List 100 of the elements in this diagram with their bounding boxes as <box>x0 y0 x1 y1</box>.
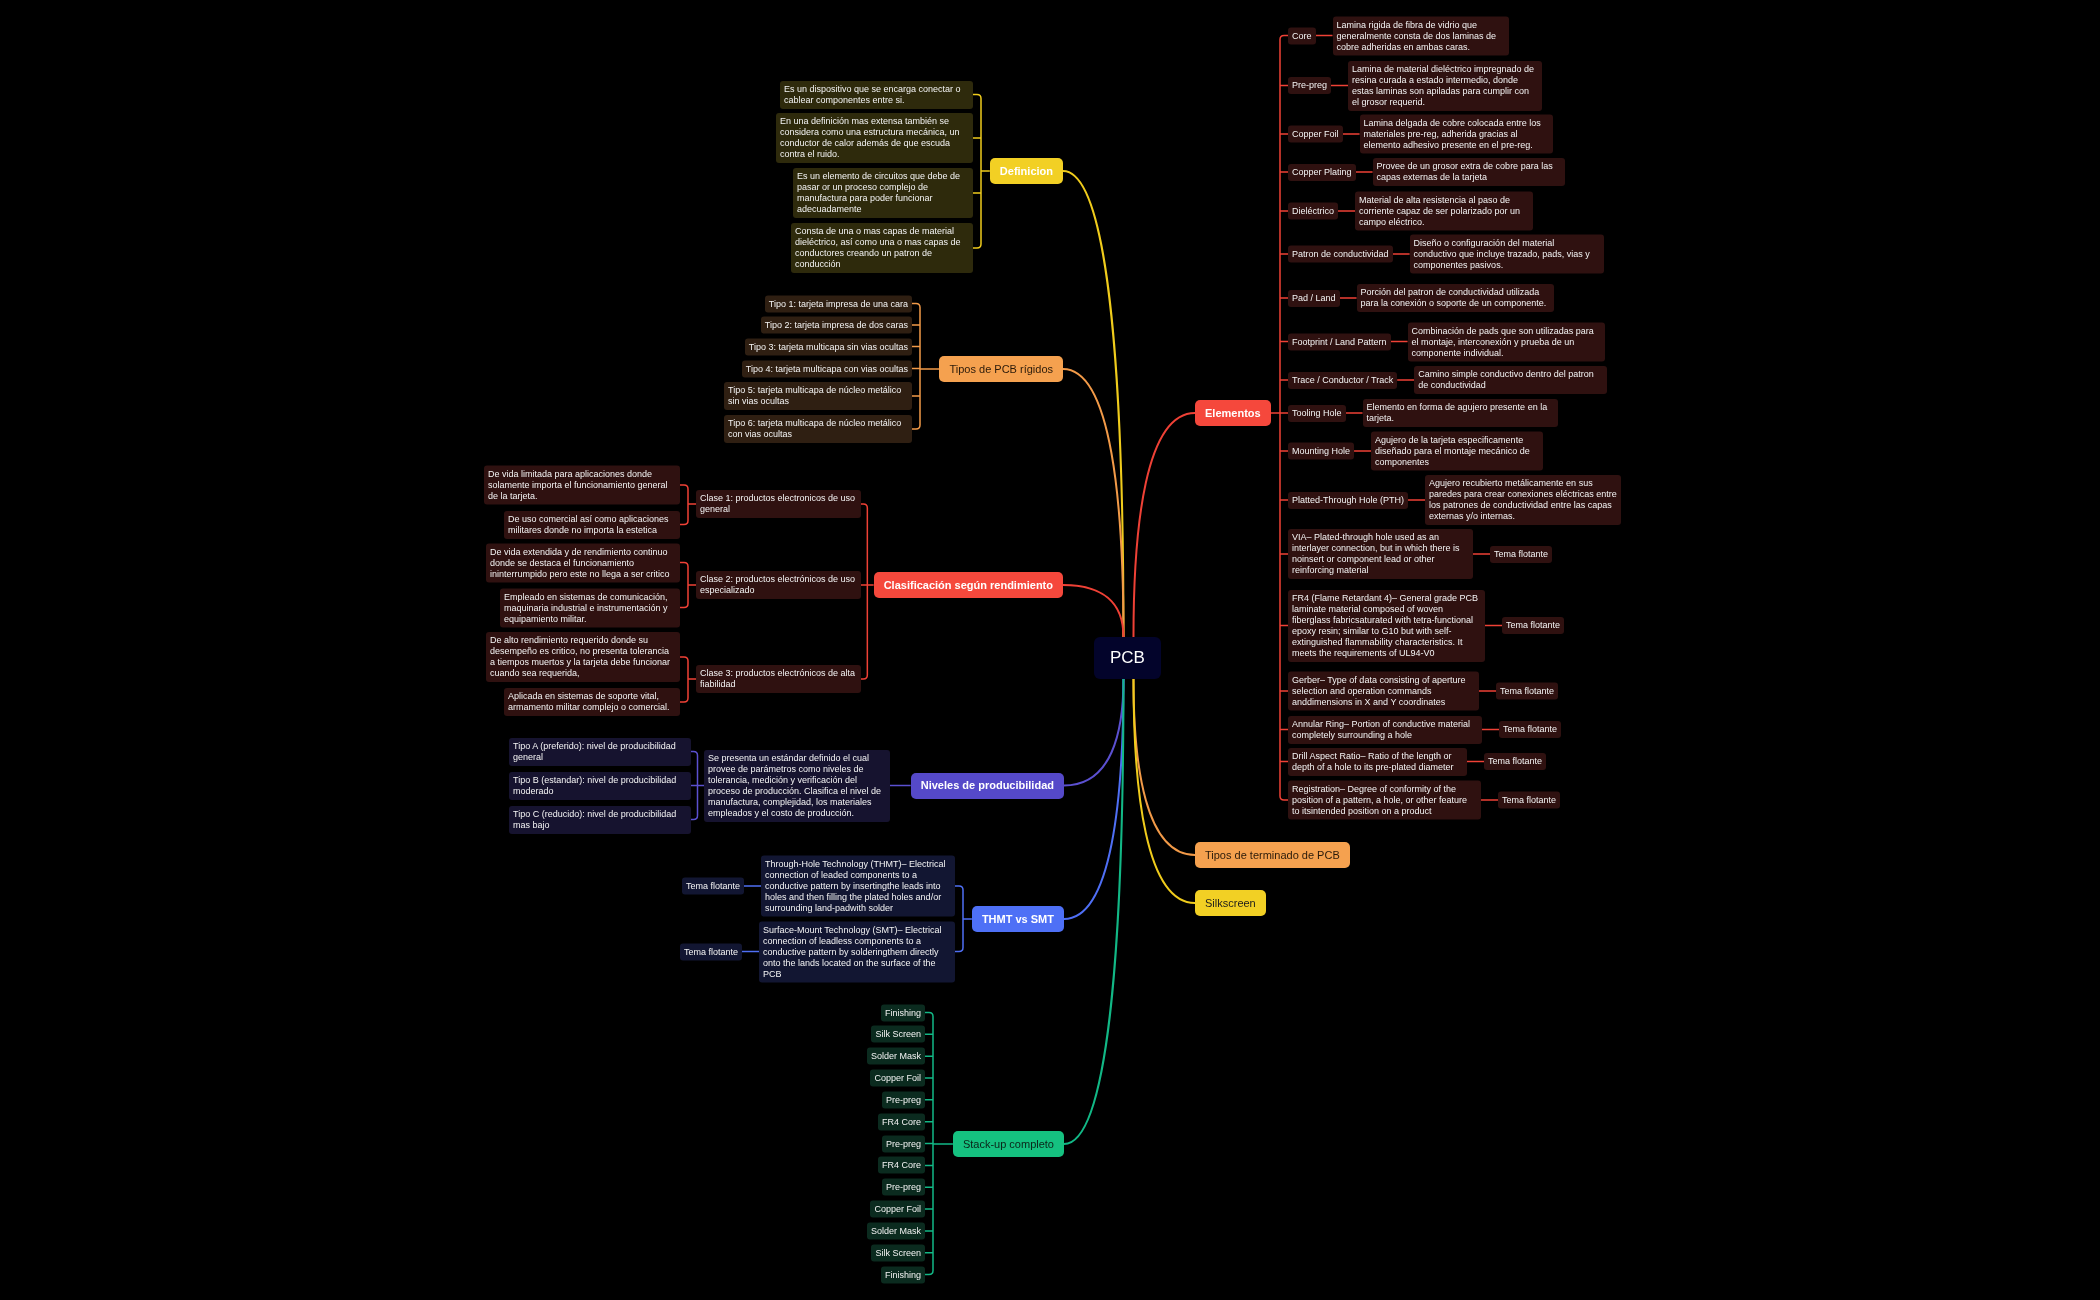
main-topic: Niveles de producibilidad <box>910 772 1064 799</box>
branch-curve <box>1063 678 1125 1145</box>
connector-line <box>1478 690 1497 692</box>
subtopic: Lamina rigida de fibra de vidrio que generalmente consta de dos laminas de cobre adheridas en ambas caras. <box>1332 16 1509 55</box>
main-topic: Definicion <box>989 158 1063 184</box>
subtopic: Clase 1: productos electronicos de uso general <box>696 490 861 518</box>
subtopic: Clase 3: productos electrónicos de alta fiabilidad <box>696 665 861 693</box>
subtopic: Gerber– Type of data consisting of aperture selection and operation commands anddimensions in X and Y coordinates <box>1288 671 1479 711</box>
connector-line <box>972 93 991 249</box>
subtopic: Solder Mask <box>866 1047 925 1065</box>
connector-line <box>954 885 973 953</box>
main-topic: Elementos <box>1195 400 1271 426</box>
subtopic: Tipo 4: tarjeta multicapa con vias ocultas <box>741 360 912 377</box>
main-topic: Silkscreen <box>1195 890 1266 916</box>
connector-line <box>1344 412 1364 414</box>
subtopic: FR4 (Flame Retardant 4)– General grade PCB laminate material composed of woven fiberglass fabricsaturated with tetra-functional epoxy resin; similar to G10 but with self-extinguished flammability characteristics. It meets the requirements of UL94-V0 <box>1288 589 1485 662</box>
subtopic: Registration– Degree of conformity of the position of a pattern, a hole, or other feature to itsintended position on a product <box>1288 780 1481 820</box>
connector-line <box>924 1011 954 1276</box>
subtopic: FR4 Core <box>878 1156 925 1174</box>
floating-topic: Tema flotante <box>1496 682 1559 700</box>
subtopic: Es un dispositivo que se encarga conectar o cablear componentes entre si. <box>780 80 973 109</box>
floating-topic: Tema flotante <box>1498 791 1561 809</box>
connector-line <box>679 484 697 526</box>
subtopic: Tipo 6: tarjeta multicapa de núcleo metálico con vias ocultas <box>724 415 912 443</box>
main-topic: Clasificación según rendimiento <box>873 572 1063 598</box>
subtopic: Surface-Mount Technology (SMT)– Electrical connection of leadless components to a conductive pattern by solderingthem directly onto the lands located on the surface of the PCB <box>759 921 955 982</box>
connector-line <box>1338 297 1358 299</box>
subtopic: Elemento en forma de agujero presente en la tarjeta. <box>1362 399 1558 427</box>
subtopic: En una definición mas extensa también se considera como una estructura mecánica, un conductor de calor además de que escuda contra el ruido. <box>776 113 973 163</box>
subtopic: Finishing <box>880 1004 925 1021</box>
subtopic: Camino simple conductivo dentro del patron de conductividad <box>1414 366 1608 394</box>
floating-topic: Tema flotante <box>1484 753 1547 770</box>
floating-topic: Tema flotante <box>679 943 742 960</box>
connector-line <box>889 784 912 787</box>
connector-line <box>1337 210 1356 212</box>
connector-line <box>679 656 697 703</box>
subtopic: Pre-preg <box>882 1091 925 1109</box>
subtopic: Agujero de la tarjeta especificamente diseñado para el montaje mecánico de componentes <box>1371 431 1544 471</box>
subtopic: FR4 Core <box>878 1113 925 1131</box>
branch-curve <box>1062 584 1125 638</box>
subtopic: Tooling Hole <box>1288 404 1346 422</box>
branch-curve <box>1132 678 1196 904</box>
subtopic: Clase 2: productos electrónicos de uso especializado <box>696 571 861 599</box>
branch-curve <box>1132 412 1196 638</box>
connector-line <box>1396 379 1415 381</box>
subtopic: Diseño o configuración del material conductivo que incluye trazado, pads, vias y componentes pasivos. <box>1409 234 1604 274</box>
subtopic: De vida limitada para aplicaciones donde solamente importa el funcionamiento general de la tarjeta. <box>484 465 680 505</box>
main-topic: Tipos de PCB rígidos <box>939 356 1063 382</box>
connector-line <box>679 561 697 609</box>
floating-topic: Tema flotante <box>1502 617 1565 634</box>
main-topic: Stack-up completo <box>952 1131 1064 1157</box>
subtopic: Through-Hole Technology (THMT)– Electrical connection of leaded components to a conductive pattern by insertingthe leads into holes and then filling the plated holes and/or surrounding land-padwith solder <box>761 855 955 917</box>
connector-line <box>743 885 762 887</box>
subtopic: Patron de conductividad <box>1288 245 1393 263</box>
connector-line <box>1269 34 1289 801</box>
subtopic: Tipo B (estandar): nivel de producibilidad moderado <box>509 771 691 800</box>
subtopic: Se presenta un estándar definido el cual provee de parámetros como niveles de tolerancia, medición y verificación del proceso de producción. Clasifica el nivel de manufactura, complejidad, los materiales empleados y el costo de producción. <box>704 749 890 822</box>
connector-line <box>1472 553 1491 555</box>
subtopic: Finishing <box>880 1266 925 1284</box>
subtopic: Footprint / Land Pattern <box>1288 333 1391 350</box>
subtopic: De alto rendimiento requerido donde su desempeño es critico, no presenta tolerancia a tiempos muertos y la tarjeta debe funcionar cuando sea requerida, <box>486 632 680 682</box>
connector-line <box>911 302 941 430</box>
main-topic: THMT vs SMT <box>971 906 1064 932</box>
subtopic: Mounting Hole <box>1288 442 1355 460</box>
subtopic: Pad / Land <box>1288 289 1340 307</box>
subtopic: Annular Ring– Portion of conductive material completely surrounding a hole <box>1288 715 1482 744</box>
subtopic: Copper Foil <box>870 1200 925 1218</box>
subtopic: Empleado en sistemas de comunicación, maquinaria industrial e instrumentación y equipamiento militar. <box>500 588 680 627</box>
connector-line <box>1341 133 1361 135</box>
subtopic: Es un elemento de circuitos que debe de pasar or un proceso complejo de manufactura para poder funcionar adecuadamente <box>793 168 973 218</box>
connector-line <box>1407 499 1426 501</box>
subtopic: Agujero recubierto metálicamente en sus paredes para crear conexiones eléctricas entre los patrones de conductividad entre las capas externas y/o internas. <box>1425 475 1622 525</box>
subtopic: Drill Aspect Ratio– Ratio of the length or depth of a hole to its pre-plated diameter <box>1288 747 1467 776</box>
subtopic: Tipo 2: tarjeta impresa de dos caras <box>760 316 912 334</box>
subtopic: VIA– Plated-through hole used as an interlayer connection, but in which there is noinsert or component lead or other reinforcing material <box>1288 529 1473 579</box>
subtopic: Tipo 1: tarjeta impresa de una cara <box>764 295 912 312</box>
subtopic: Provee de un grosor extra de cobre para las capas externas de la tarjeta <box>1372 158 1565 186</box>
connector-line <box>1480 799 1499 801</box>
connector-line <box>690 750 705 821</box>
subtopic: Lamina de material dieléctrico impregnado de resina curada a estado intermedio, donde estas laminas son apiladas para cumplir con el grosor requerid. <box>1348 60 1542 111</box>
floating-topic: Tema flotante <box>1490 545 1553 563</box>
subtopic: Combinación de pads que son utilizadas para el montaje, interconexión y prueba de un componente individual. <box>1407 322 1605 361</box>
subtopic: Consta de una o mas capas de material dieléctrico, así como una o mas capas de conductores creando un patron de conducción <box>791 223 973 273</box>
subtopic: Silk Screen <box>871 1244 925 1262</box>
main-topic: Tipos de terminado de PCB <box>1195 842 1350 868</box>
subtopic: Copper Foil <box>870 1069 925 1087</box>
connector-line <box>1391 253 1411 255</box>
connector-line <box>860 503 875 680</box>
subtopic: De vida extendida y de rendimiento continuo donde se destaca el funcionamiento ininterrumpido pero este no llega a ser critico <box>486 543 680 582</box>
subtopic: Tipo 3: tarjeta multicapa sin vias ocultas <box>744 338 912 355</box>
subtopic: Dieléctrico <box>1288 202 1338 220</box>
subtopic: Copper Plating <box>1288 163 1356 181</box>
subtopic: De uso comercial así como aplicaciones militares donde no importa la estetica <box>504 510 680 539</box>
subtopic: Silk Screen <box>871 1025 925 1043</box>
central-topic: PCB <box>1094 637 1161 679</box>
connector-line <box>1354 171 1374 173</box>
subtopic: Copper Foil <box>1288 125 1343 143</box>
subtopic: Lamina delgada de cobre colocada entre los materiales pre-reg, adherida gracias al elemento adhesivo presente en el pre-reg. <box>1359 114 1553 154</box>
subtopic: Tipo A (preferido): nivel de producibilidad general <box>509 737 691 766</box>
floating-topic: Tema flotante <box>681 877 744 895</box>
